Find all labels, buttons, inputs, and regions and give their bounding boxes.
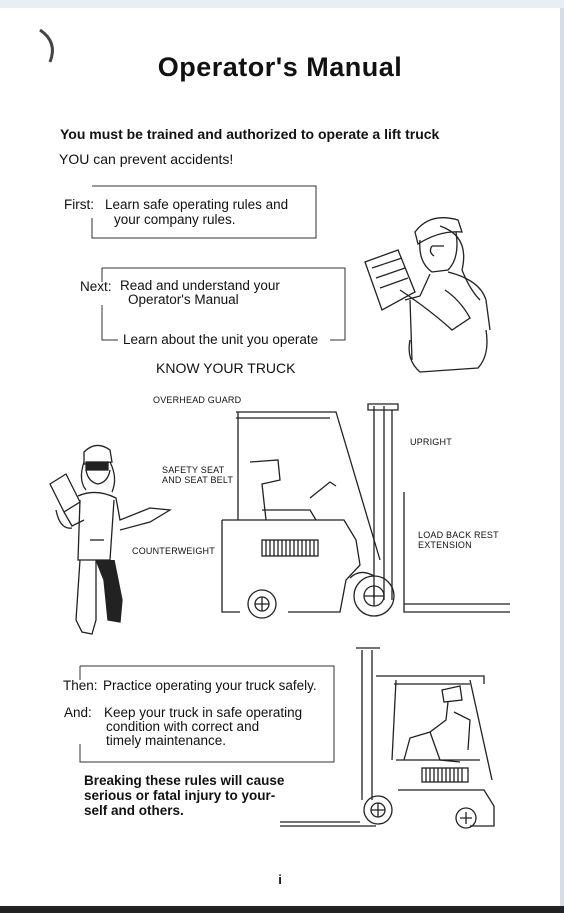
- first-box: [91, 185, 317, 239]
- and-line3: timely maintenance.: [106, 733, 227, 748]
- and-label: And:: [64, 705, 92, 720]
- then-label: Then:: [63, 678, 98, 693]
- label-overhead-guard: OVERHEAD GUARD: [153, 395, 242, 405]
- page-title: Operator's Manual: [157, 52, 403, 82]
- man-clipboard-illustration: [49, 444, 173, 635]
- next-line3: Learn about the unit you operate: [123, 332, 319, 347]
- label-load-back-rest-1: LOAD BACK REST: [418, 530, 499, 540]
- woman-reading-illustration: [364, 217, 491, 373]
- prevent-accidents-text: YOU can prevent accidents!: [59, 151, 234, 167]
- warning-line3: self and others.: [84, 803, 184, 818]
- and-line1: Keep your truck in safe operating: [104, 705, 303, 720]
- label-safety-seat-2: AND SEAT BELT: [162, 475, 234, 485]
- page-number: i: [278, 872, 282, 887]
- first-line1: Learn safe operating rules and: [105, 197, 289, 212]
- know-your-truck-heading: KNOW YOUR TRUCK: [156, 360, 296, 376]
- forklift-illustration: [221, 403, 510, 619]
- next-label: Next:: [80, 279, 112, 294]
- label-counterweight: COUNTERWEIGHT: [132, 546, 215, 556]
- label-upright: UPRIGHT: [410, 437, 452, 447]
- safety-warning: Breaking these rules will cause serious …: [84, 773, 284, 818]
- then-box: [79, 665, 335, 763]
- label-load-back-rest-2: EXTENSION: [418, 540, 472, 550]
- then-text: Practice operating your truck safely.: [103, 678, 317, 693]
- next-line1: Read and understand your: [120, 278, 280, 293]
- warning-line1: Breaking these rules will cause: [84, 773, 285, 788]
- training-requirement: You must be trained and authorized to op…: [60, 126, 440, 142]
- bottom-edge: [0, 906, 564, 913]
- next-box: [101, 267, 346, 341]
- forklift-driver-illustration: [280, 647, 495, 829]
- label-safety-seat-1: SAFETY SEAT: [162, 465, 225, 475]
- and-line2: condition with correct and: [106, 719, 260, 734]
- first-line2: your company rules.: [114, 212, 236, 227]
- warning-line2: serious or fatal injury to your-: [84, 788, 276, 803]
- next-line2: Operator's Manual: [128, 292, 239, 307]
- page-curl-mark: [39, 28, 54, 63]
- first-label: First:: [64, 197, 94, 212]
